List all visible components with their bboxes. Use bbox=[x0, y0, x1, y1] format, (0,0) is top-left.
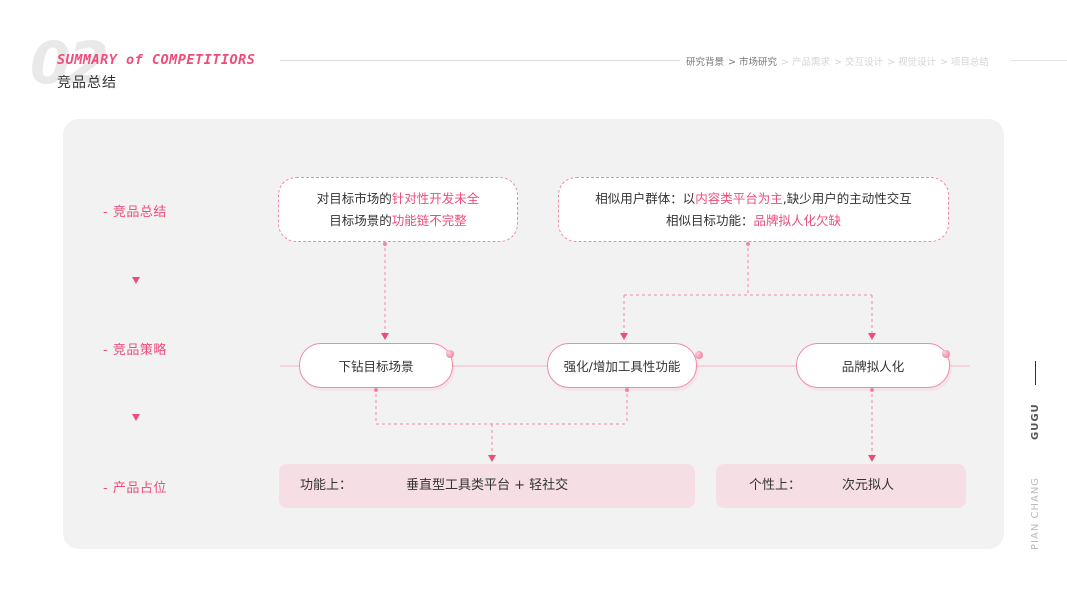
summary-box-market: 对目标市场的针对性开发未全 目标场景的功能链不完整 bbox=[278, 177, 518, 242]
summary-box-users: 相似用户群体：以内容类平台为主,缺少用户的主动性交互 相似目标功能：品牌拟人化欠… bbox=[558, 177, 949, 242]
position-value: 次元拟人 bbox=[842, 478, 895, 493]
strategy-label: 品牌拟人化 bbox=[841, 359, 905, 374]
breadcrumb-item[interactable]: > 交互设计 bbox=[833, 57, 883, 68]
breadcrumb-item[interactable]: 研究背景 bbox=[686, 57, 725, 68]
summary-line: 对目标市场的针对性开发未全 bbox=[279, 188, 517, 210]
strategy-label: 下钻目标场景 bbox=[338, 359, 414, 374]
summary-line: 相似用户群体：以内容类平台为主,缺少用户的主动性交互 bbox=[559, 188, 948, 210]
decor-dot bbox=[695, 351, 703, 359]
side-sub-text: PIAN CHANG bbox=[1030, 476, 1041, 550]
row-label-strategy: - 竞品策略 bbox=[103, 343, 167, 358]
side-divider bbox=[1035, 361, 1036, 385]
row-label-summary: - 竞品总结 bbox=[103, 205, 167, 220]
summary-text: 相似用户群体：以 bbox=[595, 190, 696, 206]
english-title: SUMMARY of COMPETITIORS bbox=[57, 52, 256, 68]
position-label: 功能上： bbox=[300, 478, 353, 493]
summary-text: 相似目标功能： bbox=[665, 212, 754, 228]
section-number: 02 bbox=[30, 29, 109, 97]
row-label-position: - 产品占位 bbox=[103, 481, 167, 496]
summary-text: ,缺少用户的主动性交互 bbox=[782, 190, 912, 206]
position-label: 个性上： bbox=[749, 478, 802, 493]
decor-dot bbox=[942, 350, 950, 358]
position-value: 垂直型工具类平台 + 轻社交 bbox=[406, 478, 569, 493]
breadcrumb-item[interactable]: > 视觉设计 bbox=[886, 57, 936, 68]
side-brand-text: GUGU bbox=[1030, 403, 1041, 440]
summary-text: 目标场景的 bbox=[329, 212, 392, 228]
strategy-box-tools: 强化/增加工具性功能 bbox=[547, 343, 697, 388]
position-box-personality: 个性上： 次元拟人 bbox=[716, 464, 966, 508]
down-triangle-icon bbox=[132, 277, 140, 284]
strategy-box-brand: 品牌拟人化 bbox=[796, 343, 950, 388]
breadcrumb-item[interactable]: > 项目总结 bbox=[939, 57, 989, 68]
position-box-function: 功能上： 垂直型工具类平台 + 轻社交 bbox=[279, 464, 695, 508]
summary-line: 相似目标功能：品牌拟人化欠缺 bbox=[559, 210, 948, 232]
breadcrumb-item[interactable]: > 市场研究 bbox=[728, 57, 777, 68]
header-divider-right bbox=[1010, 60, 1067, 61]
summary-text: 对目标市场的 bbox=[316, 190, 392, 206]
summary-highlight: 内容类平台为主 bbox=[695, 190, 783, 206]
strategy-label: 强化/增加工具性功能 bbox=[563, 359, 681, 374]
breadcrumb: 研究背景 > 市场研究 > 产品需求 > 交互设计 > 视觉设计 > 项目总结 bbox=[686, 54, 993, 68]
page-title: 竞品总结 bbox=[57, 75, 117, 91]
summary-highlight: 针对性开发未全 bbox=[391, 190, 480, 206]
strategy-box-scene: 下钻目标场景 bbox=[299, 343, 453, 388]
summary-highlight: 功能链不完整 bbox=[391, 212, 467, 228]
header-divider bbox=[280, 60, 680, 61]
breadcrumb-item[interactable]: > 产品需求 bbox=[781, 57, 830, 68]
down-triangle-icon bbox=[132, 414, 140, 421]
summary-highlight: 品牌拟人化欠缺 bbox=[753, 212, 842, 228]
summary-line: 目标场景的功能链不完整 bbox=[279, 210, 517, 232]
arrow-head bbox=[381, 333, 389, 340]
decor-dot bbox=[446, 350, 454, 358]
